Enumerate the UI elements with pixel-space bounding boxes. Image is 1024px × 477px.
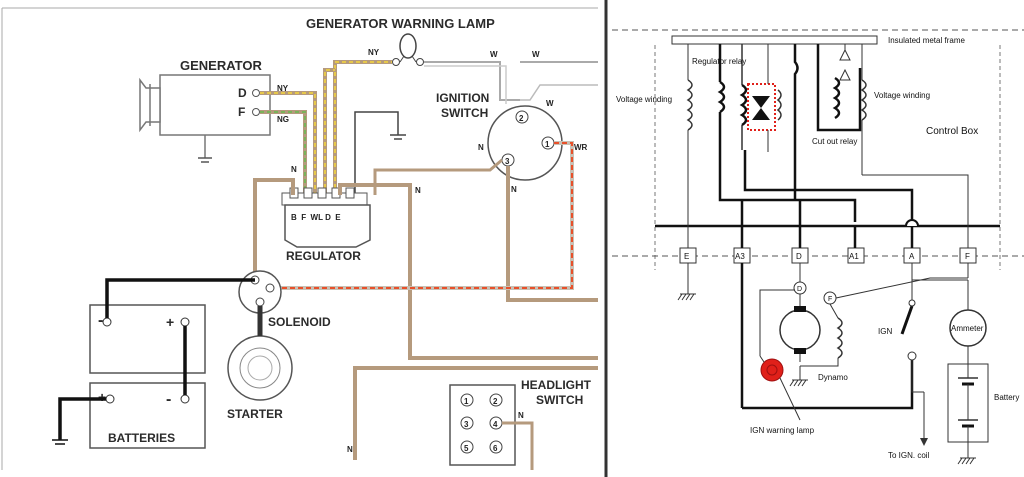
- svg-text:N: N: [291, 165, 297, 174]
- terminal-a3: A3: [735, 252, 745, 261]
- right-diagram: Insulated metal frame Regulator relay Vo…: [612, 29, 1024, 465]
- svg-text:N: N: [511, 185, 517, 194]
- svg-text:5: 5: [464, 444, 469, 453]
- svg-text:1: 1: [464, 397, 469, 406]
- terminal-a: A: [909, 252, 915, 261]
- svg-text:N: N: [478, 143, 484, 152]
- cut-out-relay-label: Cut out relay: [812, 137, 857, 146]
- terminal-d: D: [796, 252, 802, 261]
- ign-warning-lamp-label: IGN warning lamp: [750, 426, 815, 435]
- ignition-label-1: IGNITION: [436, 91, 489, 105]
- svg-text:NY: NY: [368, 48, 380, 57]
- generator-warning-lamp: [392, 33, 424, 66]
- batteries-label: BATTERIES: [108, 431, 175, 445]
- ign-switch-lever: [900, 305, 914, 335]
- svg-text:D: D: [797, 286, 802, 293]
- svg-text:+: +: [98, 389, 106, 405]
- svg-text:4: 4: [493, 420, 498, 429]
- svg-text:N: N: [415, 186, 421, 195]
- regulator-label: REGULATOR: [286, 249, 361, 263]
- svg-text:NY: NY: [277, 84, 289, 93]
- gen-d-label: D: [238, 86, 247, 100]
- battery-label: Battery: [994, 393, 1019, 402]
- regulator-body: [284, 204, 371, 248]
- svg-text:NG: NG: [277, 115, 289, 124]
- ign-label: IGN: [878, 327, 892, 336]
- battery-bottom: [89, 382, 206, 449]
- generator-lamp-title: GENERATOR WARNING LAMP: [306, 16, 495, 31]
- svg-text:W: W: [532, 50, 540, 59]
- terminal-a1: A1: [849, 252, 859, 261]
- gen-f-label: F: [238, 105, 245, 119]
- svg-text:3: 3: [464, 420, 469, 429]
- control-box-label: Control Box: [926, 126, 978, 137]
- svg-text:N: N: [518, 411, 524, 420]
- ignition-label-2: SWITCH: [441, 106, 488, 120]
- svg-text:2: 2: [493, 397, 498, 406]
- svg-text:WR: WR: [574, 143, 588, 152]
- svg-text:+: +: [166, 314, 174, 330]
- contacts-highlight: [747, 83, 776, 131]
- generator-body: [159, 74, 271, 136]
- left-diagram: GENERATOR WARNING LAMP GENERATOR D F NY …: [1, 0, 608, 477]
- voltage-winding-right-label: Voltage winding: [874, 91, 930, 100]
- voltage-winding-left-label: Voltage winding: [616, 95, 672, 104]
- to-ign-coil-label: To IGN. coil: [888, 451, 930, 460]
- dynamo-label: Dynamo: [818, 373, 848, 382]
- svg-text:-: -: [166, 391, 171, 408]
- terminal-f: F: [965, 252, 970, 261]
- svg-text:F: F: [828, 296, 832, 303]
- insulated-frame-label: Insulated metal frame: [888, 36, 965, 45]
- ammeter-label: Ammeter: [951, 324, 984, 333]
- svg-text:6: 6: [493, 444, 498, 453]
- headlight-terminals: 1 2 3 4 5 6: [460, 393, 503, 454]
- svg-text:2: 2: [519, 114, 524, 123]
- svg-text:W: W: [546, 99, 554, 108]
- headlight-label-1: HEADLIGHT: [521, 378, 592, 392]
- terminal-boxes: E A3 D A1 A F: [679, 247, 977, 264]
- svg-text:1: 1: [545, 140, 550, 149]
- solenoid-label: SOLENOID: [268, 315, 331, 329]
- generator-label: GENERATOR: [180, 58, 262, 73]
- starter-label: STARTER: [227, 407, 283, 421]
- dynamo-armature: [779, 309, 821, 351]
- svg-text:N: N: [347, 445, 353, 454]
- headlight-switch: [449, 384, 516, 466]
- ign-warning-lamp: [760, 358, 784, 382]
- svg-text:-: -: [98, 312, 103, 329]
- headlight-label-2: SWITCH: [536, 393, 583, 407]
- svg-text:W: W: [490, 50, 498, 59]
- terminal-e: E: [684, 252, 689, 261]
- svg-text:3: 3: [505, 157, 510, 166]
- regulator-terminals: B F WL D E: [291, 213, 341, 222]
